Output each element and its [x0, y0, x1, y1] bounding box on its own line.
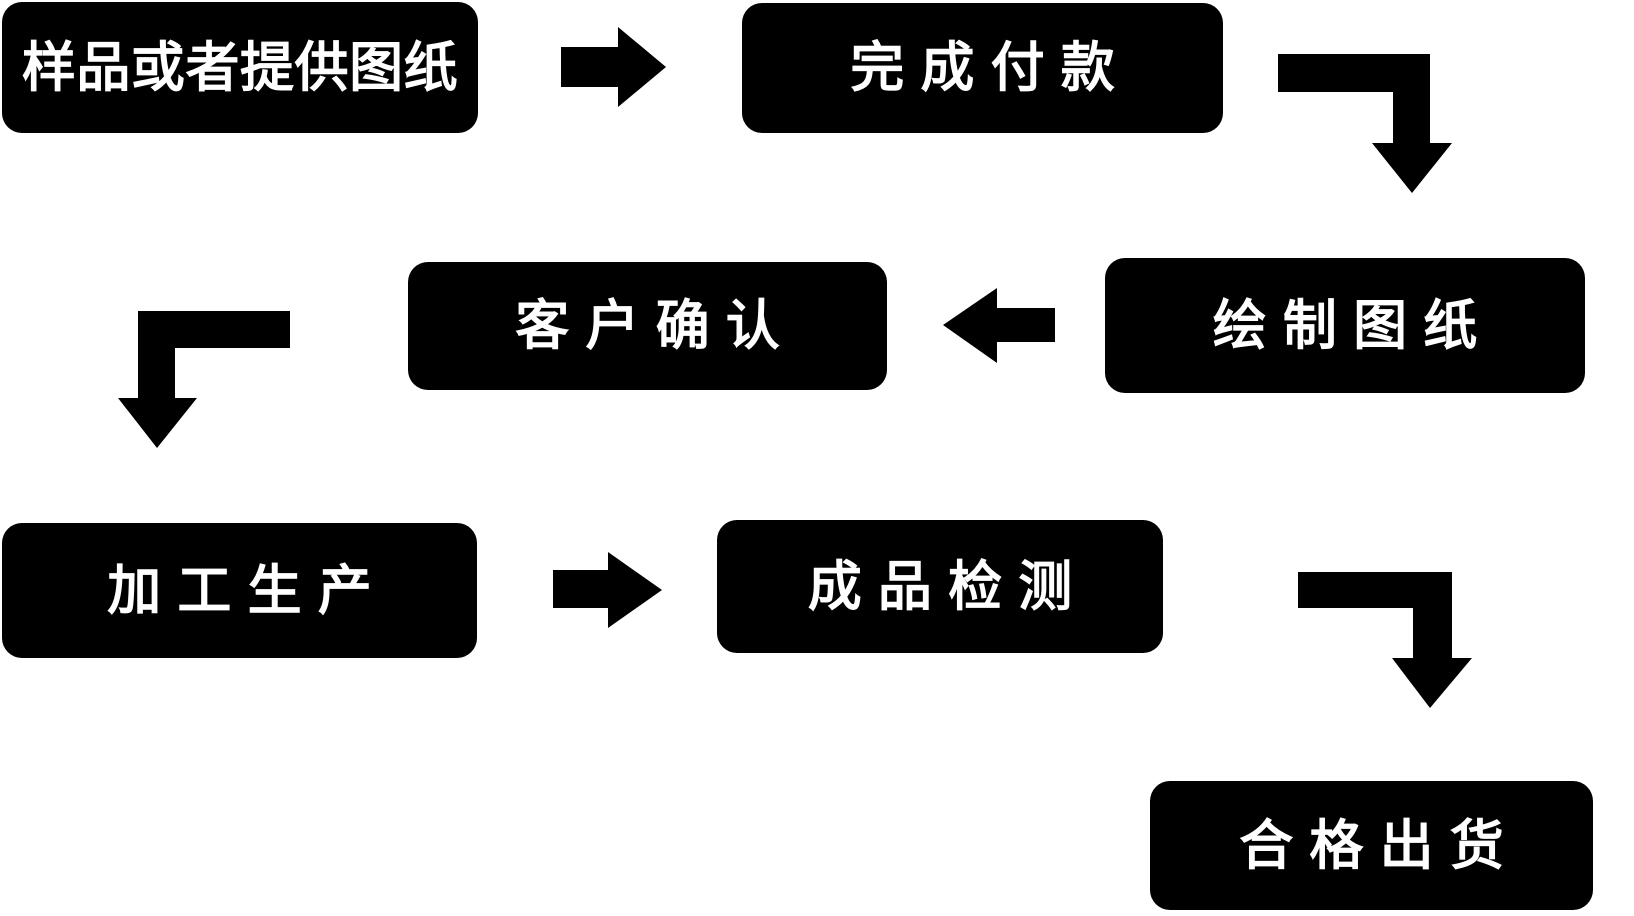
arrow-elbow-down-right-icon: [1278, 54, 1452, 193]
flow-node-draw-drawings: 绘制图纸: [1105, 258, 1585, 393]
flow-node-label: 绘制图纸: [1212, 295, 1494, 356]
arrow-right-icon: [553, 552, 662, 628]
arrow-elbow-down-left-icon: [118, 311, 290, 448]
flow-node-processing-production: 加工生产: [2, 523, 477, 658]
flow-node-label: 合格出货: [1239, 815, 1520, 876]
arrow-left-icon: [943, 288, 1055, 363]
flow-node-complete-payment: 完成付款: [742, 3, 1223, 133]
flow-node-label: 客户确认: [515, 296, 796, 356]
arrow-elbow-down-right-icon: [1298, 572, 1472, 708]
flow-node-qualified-shipment: 合格出货: [1150, 781, 1593, 910]
flow-node-label: 成品检测: [807, 556, 1089, 617]
flow-node-label: 样品或者提供图纸: [21, 37, 459, 98]
flow-node-label: 完成付款: [850, 38, 1131, 98]
flow-node-label: 加工生产: [107, 560, 388, 621]
flow-node-finished-product-inspection: 成品检测: [717, 520, 1163, 653]
flow-node-customer-confirmation: 客户确认: [408, 262, 887, 390]
flow-node-sample-or-provide-drawings: 样品或者提供图纸: [2, 2, 478, 133]
arrow-right-icon: [561, 27, 666, 107]
